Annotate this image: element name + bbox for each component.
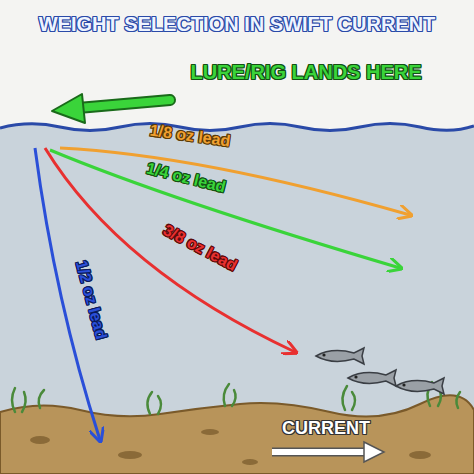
- current-arrow: [272, 442, 384, 462]
- weeds: [12, 382, 460, 414]
- fish-school: [316, 348, 444, 394]
- diagram-title: WEIGHT SELECTION IN SWIFT CURRENT: [39, 13, 436, 36]
- current-label: CURRENT: [282, 418, 370, 439]
- landing-label: LURE/RIG LANDS HERE: [190, 61, 421, 84]
- sink-path-eighth: [60, 148, 410, 215]
- river-bottom: [0, 395, 474, 474]
- bottom-stones: [30, 429, 431, 465]
- landing-arrow: [52, 94, 170, 123]
- water-surface: [0, 124, 474, 131]
- sink-path-three-eighths: [45, 148, 295, 352]
- water: [0, 124, 474, 474]
